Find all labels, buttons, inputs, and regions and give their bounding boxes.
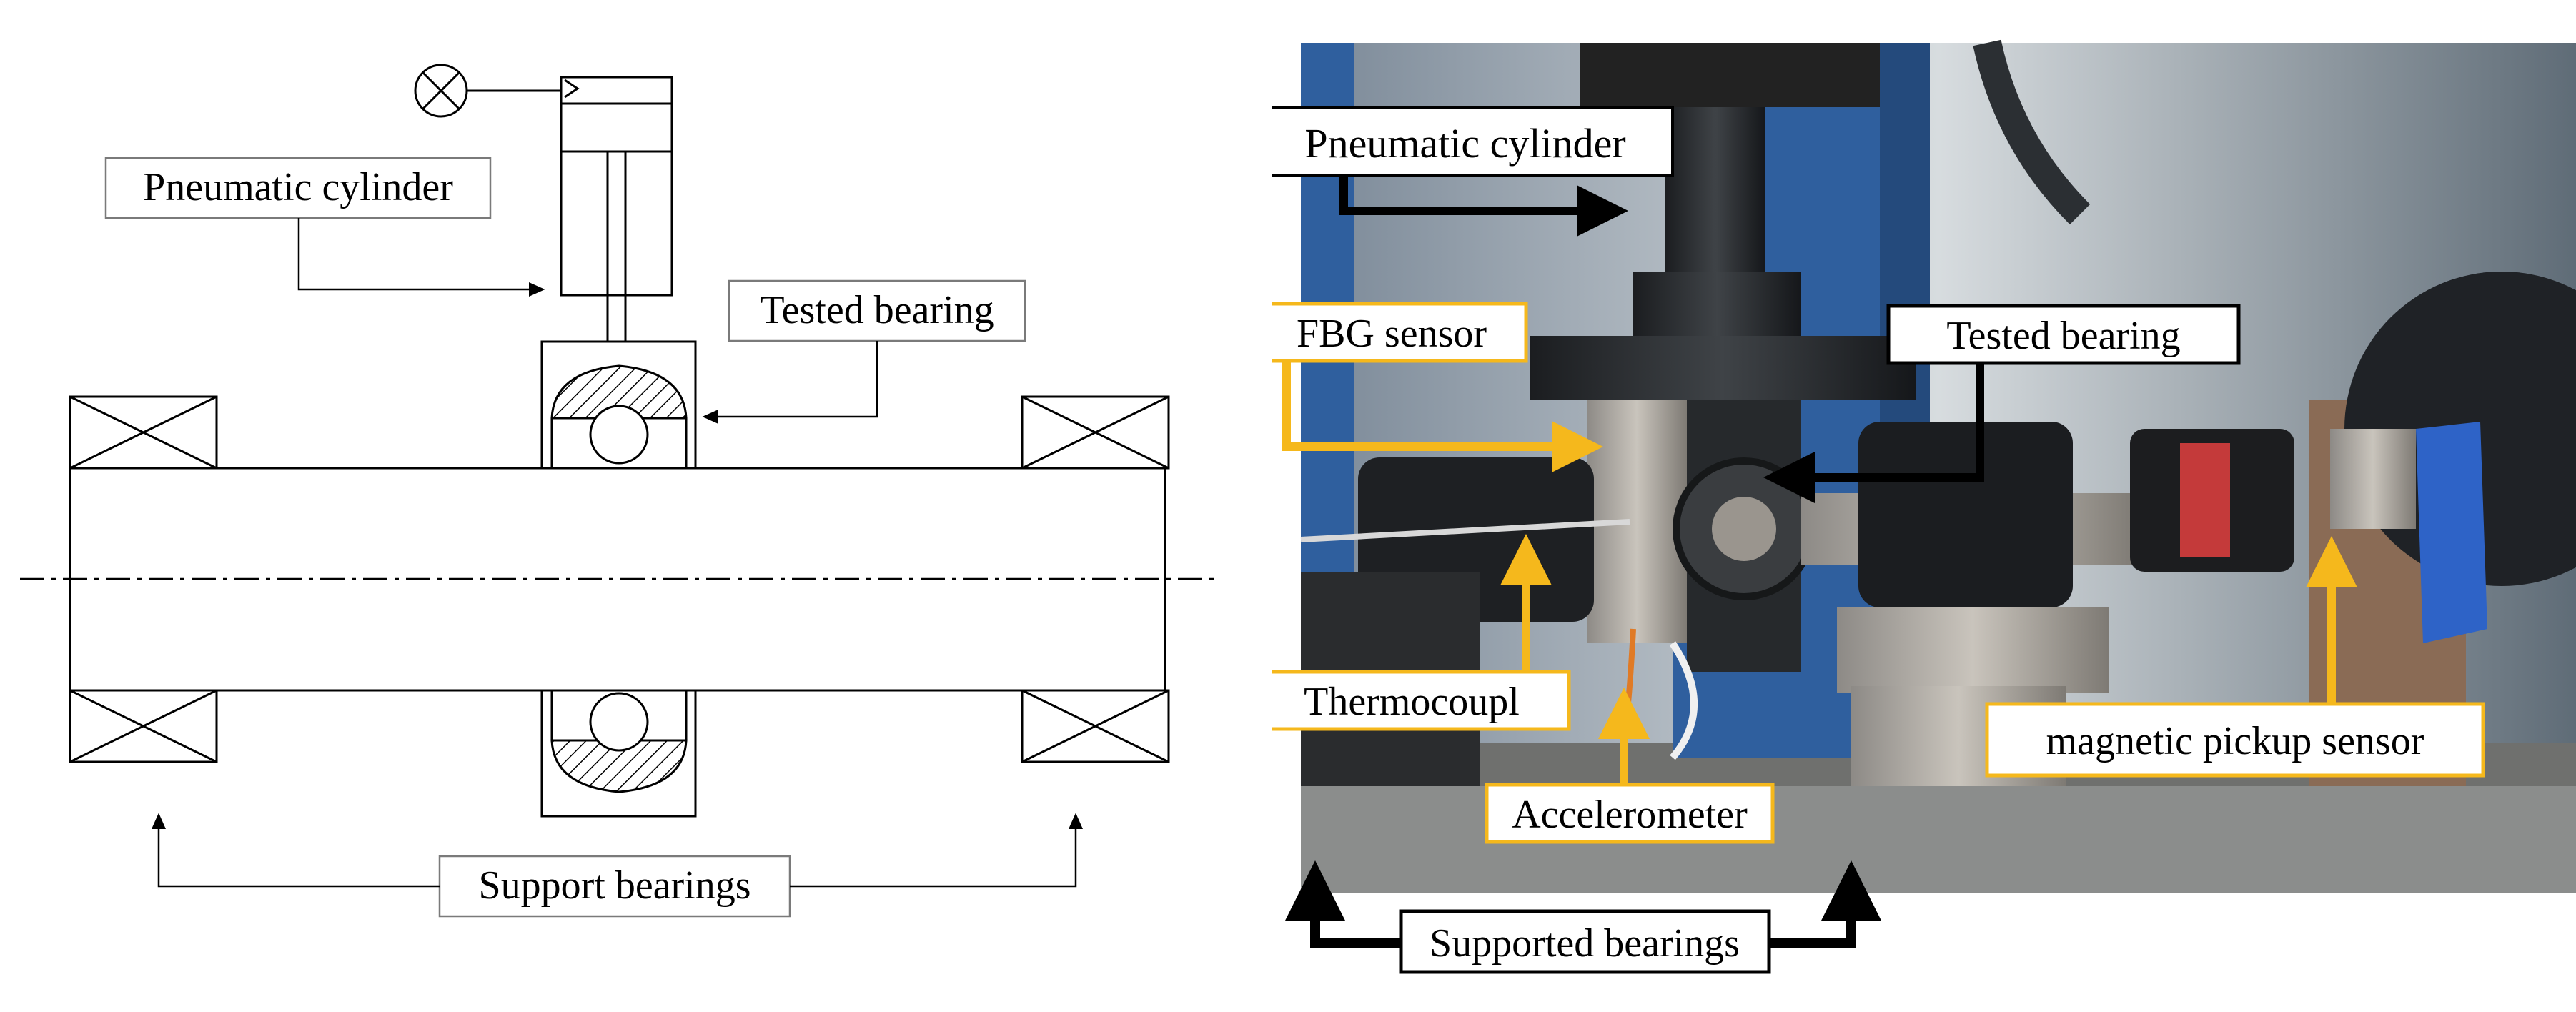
shaft <box>69 467 1166 692</box>
photo-label-thermo-box <box>1272 670 1571 731</box>
schematic-drawing: Pneumatic cylinder Tested bearing Suppor… <box>20 64 1215 918</box>
coupling-spider <box>2180 443 2230 557</box>
arrow-fbg-sensor <box>1282 361 1603 472</box>
photo-label-supported-box <box>1399 909 1771 974</box>
cylinder-mount <box>1580 43 1880 107</box>
test-rig-photo: Pneumatic cylinder FBG sensor Tested bea… <box>1272 39 2576 974</box>
schematic-label-support-box <box>438 855 791 918</box>
tested-bearing-top <box>550 364 688 470</box>
arrow-supported-left <box>1285 860 1401 948</box>
photo-label-tested-box <box>1886 304 2241 365</box>
photo-label-accelerometer: Accelerometer <box>1512 793 1748 837</box>
thermocouple-probe <box>1300 519 1630 542</box>
photo-label-magnetic-pickup: magnetic pickup sensor <box>2046 719 2424 763</box>
leader-support-right <box>790 813 1083 888</box>
blue-tag <box>2416 422 2487 643</box>
photo-panel: Pneumatic cylinder FBG sensor Tested bea… <box>1272 0 2576 1012</box>
leader-pneumatic-cylinder <box>297 218 545 297</box>
photo-label-pneumatic-box <box>1272 106 1674 177</box>
schematic-label-tested-bearing: Tested bearing <box>760 288 994 332</box>
leader-support-left <box>152 813 440 888</box>
support-bearing-right-top <box>1021 395 1170 470</box>
tested-bearing-bottom <box>550 689 688 793</box>
valve-icon <box>414 64 561 118</box>
photo-label-pneumatic-cylinder: Pneumatic cylinder <box>1304 120 1625 167</box>
magnetic-pickup-body <box>2330 429 2416 529</box>
right-support-housing <box>1858 422 2073 607</box>
photo-label-tested-bearing: Tested bearing <box>1946 314 2180 358</box>
air-hose <box>1973 39 2091 225</box>
photo-label-thermocouple: Thermocoupl <box>1304 680 1520 724</box>
support-bearing-left-bottom <box>69 689 218 763</box>
load-plate <box>1530 336 1916 400</box>
photo-label-supported-bearings: Supported bearings <box>1430 921 1740 966</box>
arrow-pneumatic-cylinder <box>1339 172 1628 237</box>
pneumatic-cylinder-body <box>560 76 673 342</box>
schematic-label-pneumatic-box <box>104 157 492 219</box>
schematic-panel: Pneumatic cylinder Tested bearing Suppor… <box>0 0 1272 1012</box>
schematic-label-support-bearings: Support bearings <box>478 863 750 908</box>
right-support-pedestal <box>1837 607 2109 693</box>
cylinder-rod <box>1665 107 1765 272</box>
support-bearing-left-top <box>69 395 218 470</box>
photo-label-fbg-sensor: FBG sensor <box>1297 312 1487 356</box>
photo-label-accel-box <box>1485 783 1775 844</box>
leader-tested-bearing <box>702 341 878 424</box>
white-cable <box>1669 641 1698 760</box>
photo-label-fbg-box <box>1272 302 1528 363</box>
arrow-tested-bearing <box>1763 357 1984 503</box>
schematic-label-tested-box <box>728 279 1026 342</box>
schematic-label-pneumatic-cylinder: Pneumatic cylinder <box>143 165 453 209</box>
photo-label-magnetic-box <box>1985 702 2485 778</box>
tested-bearing-inner <box>1712 497 1776 561</box>
arrow-supported-right <box>1769 860 1881 948</box>
support-bearing-right-bottom <box>1021 689 1170 763</box>
